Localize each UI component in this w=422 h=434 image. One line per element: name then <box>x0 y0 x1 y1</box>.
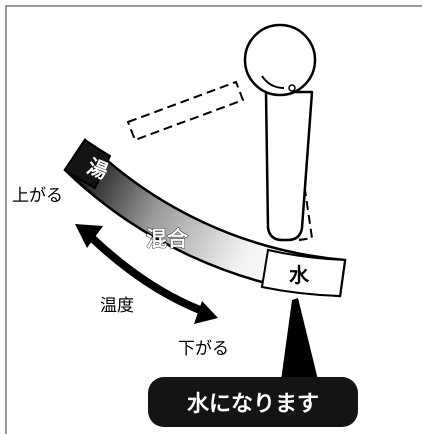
temperature-arrow-icon <box>75 224 218 324</box>
mixed-label: 混合 <box>146 227 189 251</box>
temp-down-label: 下がる <box>178 339 229 359</box>
callout-pointer <box>280 298 320 388</box>
callout-text: 水になります <box>187 392 319 417</box>
cold-label-box <box>260 248 347 298</box>
hot-label-box <box>63 138 112 190</box>
cold-label: 水 <box>289 263 310 287</box>
frame-border <box>5 5 422 434</box>
callout-bubble <box>148 377 358 427</box>
temperature-label: 温度 <box>100 296 134 316</box>
faucet-lever-icon <box>243 23 317 242</box>
temp-up-label: 上がる <box>12 186 63 206</box>
